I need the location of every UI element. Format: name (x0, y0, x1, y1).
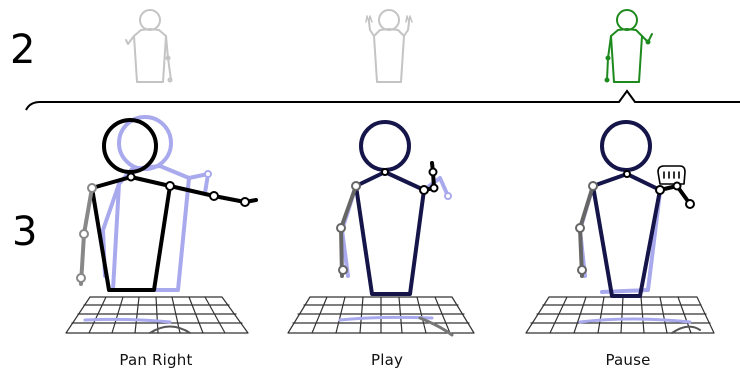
caption-play: Play (370, 351, 404, 369)
thumbnail-pause-selected (604, 9, 653, 83)
floor-grid (525, 296, 715, 334)
caption-pan-right: Pan Right (119, 351, 193, 369)
selection-bracket (25, 89, 740, 111)
figure-pause (525, 120, 715, 334)
row-number-3: 3 (12, 209, 38, 255)
thumbnail-play (365, 9, 413, 83)
floor-grid (65, 296, 249, 334)
row-number-2: 2 (10, 27, 36, 73)
caption-pause: Pause (605, 351, 651, 369)
figure-pan-right (65, 115, 258, 334)
fist-icon (657, 165, 686, 185)
floor-grid (287, 296, 475, 334)
figure-play (287, 120, 475, 337)
thumbnail-pan-right (125, 9, 173, 83)
